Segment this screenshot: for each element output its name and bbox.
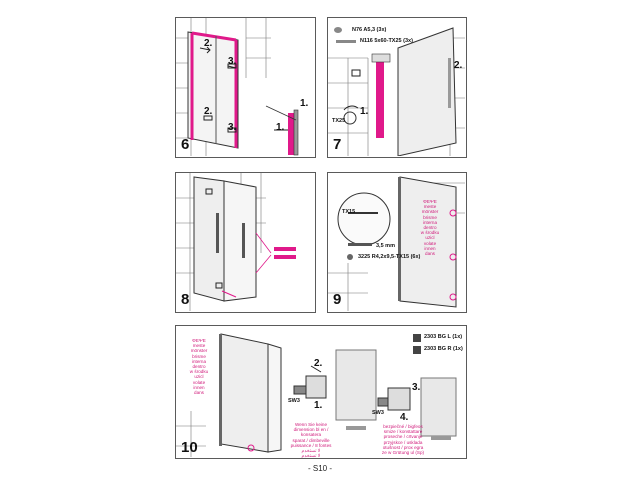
step-number: 10 [181, 439, 198, 456]
step-10-part-right: 2303 BG R (1x) [424, 346, 463, 352]
step-10-tool-sw3-b: SW3 [372, 410, 384, 416]
step-6-label-2a: 2. [204, 38, 213, 49]
step-number: 6 [181, 136, 190, 153]
step-7-tool-tx25: TX25 [332, 118, 346, 124]
step-10-panel: 2303 BG L (1x) 2303 BG R (1x) 2. SW3 1. … [175, 325, 467, 459]
step-8-panel: 8 [175, 172, 316, 313]
step-7-label-1: 1. [360, 106, 369, 117]
step-10-label-3: 3. [412, 382, 421, 393]
step-9-illustration [328, 176, 465, 311]
step-10-tool-sw3-a: SW3 [288, 398, 300, 404]
step-10-part-left: 2303 BG L (1x) [424, 334, 463, 340]
step-9-tool: TX15 [342, 209, 356, 215]
step-7-part-2: N116 5x60-TX25 (3x) [360, 38, 413, 44]
step-7-label-2: 2. [454, 60, 463, 71]
step-10-illustration [176, 333, 457, 457]
step-6-label-3a: 3. [228, 56, 237, 67]
step-6-label-2b: 2. [204, 106, 213, 117]
step-6-label-3b: 3. [228, 122, 237, 133]
page-number: - S10 - [307, 464, 332, 473]
step-9-part: 3225 R4,2x9,5-TX15 (6x) [358, 254, 421, 260]
step-8-illustration [176, 173, 296, 311]
step-10-label-1: 1. [314, 400, 323, 411]
step-number: 9 [333, 291, 342, 308]
step-6-panel: 2. 3. 2. 3. 1. 1. 6 [175, 17, 316, 158]
step-6-label-1a: 1. [300, 98, 309, 109]
step-7-part-1: N76 A5,3 (3x) [352, 27, 387, 33]
step-6-illustration [176, 18, 299, 156]
step-10-label-4: 4. [400, 412, 409, 423]
step-7-panel: N76 A5,3 (3x) N116 5x60-TX25 (3x) 2. TX2… [327, 17, 467, 158]
step-number: 7 [333, 136, 342, 153]
step-10-label-2: 2. [314, 358, 323, 369]
step-7-illustration [328, 27, 465, 156]
step-9-panel: TX15 3,5 mm 3225 R4,2x9,5-TX15 (6x) ΦΕΨΕ… [327, 172, 467, 313]
step-9-drill-size: 3,5 mm [376, 243, 395, 249]
step-number: 8 [181, 291, 190, 308]
step-6-label-1b: 1. [276, 122, 285, 133]
